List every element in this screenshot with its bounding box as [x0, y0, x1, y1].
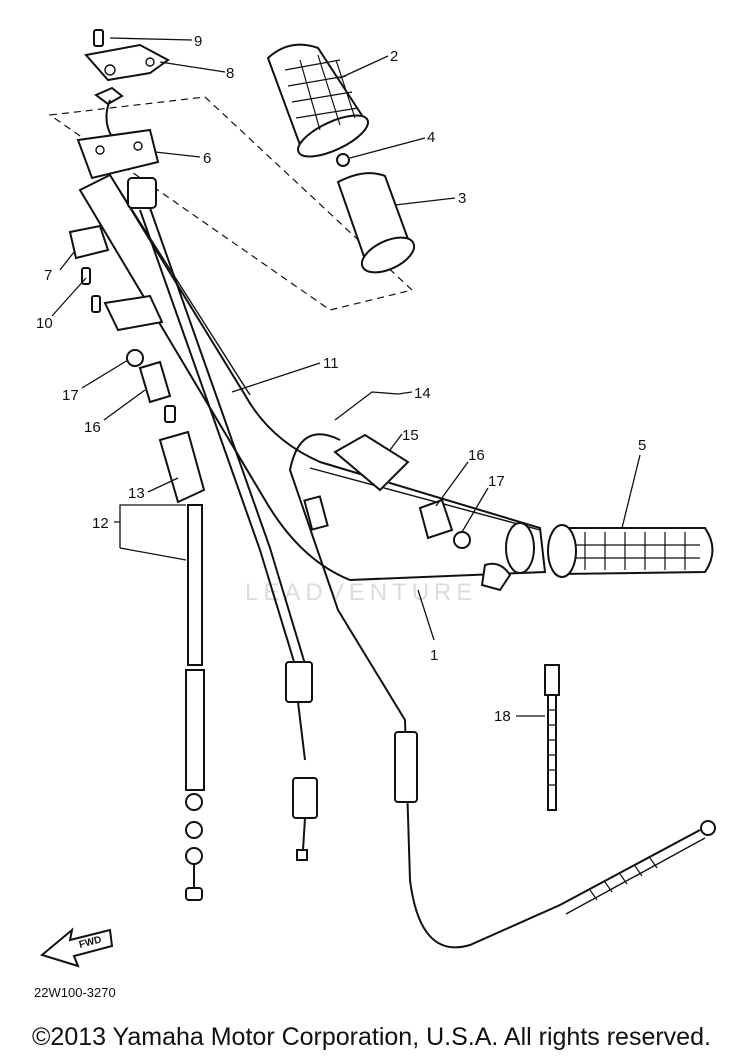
cable-end-fitting — [94, 86, 124, 106]
callout-numbers: 9 8 6 2 4 3 7 10 11 14 15 17 16 16 17 5 … — [36, 33, 646, 725]
copyright-notice: ©2013 Yamaha Motor Corporation, U.S.A. A… — [32, 1023, 711, 1051]
leader-lines — [51, 37, 641, 717]
ring-4 — [336, 153, 350, 167]
brake-cable-14 — [288, 433, 716, 949]
grip-2 — [266, 43, 369, 158]
nut-17-right — [453, 531, 471, 549]
callout-17-left: 17 — [62, 387, 79, 404]
nut-17-left — [126, 349, 144, 367]
callout-8: 8 — [226, 65, 234, 82]
lever-bracket — [103, 294, 164, 332]
clutch-cable-12 — [158, 430, 206, 901]
callout-2: 2 — [390, 48, 398, 65]
callout-4: 4 — [427, 129, 435, 146]
callout-15: 15 — [402, 427, 419, 444]
screw-10 — [81, 267, 101, 313]
callout-14: 14 — [414, 385, 431, 402]
callout-1: 1 — [430, 647, 438, 664]
callout-6: 6 — [203, 150, 211, 167]
exploded-view-boundary — [48, 96, 414, 311]
callout-16-right: 16 — [468, 447, 485, 464]
bracket-8 — [84, 43, 170, 82]
throttle-cable-11 — [127, 177, 318, 861]
adjuster-16-right — [418, 498, 454, 540]
callout-5: 5 — [638, 437, 646, 454]
stay-right — [480, 562, 512, 592]
callout-13: 13 — [128, 485, 145, 502]
callout-7: 7 — [44, 267, 52, 284]
callout-3: 3 — [458, 190, 466, 207]
switch-15 — [333, 433, 410, 492]
callout-9: 9 — [194, 33, 202, 50]
callout-16-left: 16 — [84, 419, 101, 436]
callout-11: 11 — [323, 355, 339, 372]
screw-9 — [93, 29, 104, 47]
callout-12: 12 — [92, 515, 109, 532]
fwd-arrow-icon: FWD — [39, 927, 114, 968]
throttle-housing-6 — [76, 128, 160, 180]
throttle-sleeve-3 — [336, 172, 416, 274]
lower-clamp-7 — [68, 224, 110, 260]
callout-17-right: 17 — [488, 473, 505, 490]
callout-18: 18 — [494, 708, 511, 725]
cable-tie-18 — [544, 664, 560, 811]
cable-ferrule — [164, 405, 176, 423]
grip-5 — [547, 524, 714, 578]
diagram-code: 22W100-3270 — [34, 985, 116, 1000]
adjuster-16-left — [138, 360, 172, 404]
callout-10: 10 — [36, 315, 53, 332]
